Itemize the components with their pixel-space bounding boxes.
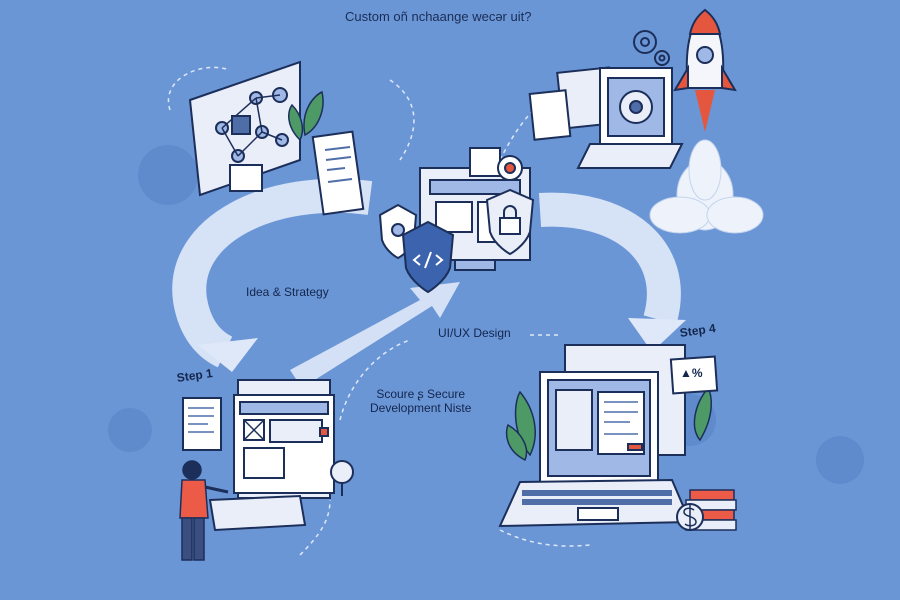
rocket-smoke-cloud <box>649 139 764 234</box>
dollar-coin-icon <box>676 503 704 531</box>
gear-icon <box>633 30 670 66</box>
desk <box>208 494 307 532</box>
sidebar-document-icon <box>182 397 222 451</box>
monitor-icon-bottom-left <box>233 379 335 511</box>
plant-icon <box>288 90 324 142</box>
arrow-right-head <box>628 318 686 352</box>
label-secure-development: Scoure ʂ Secure Development Niste <box>370 387 472 415</box>
document-card <box>311 130 365 216</box>
arrow-left-head <box>198 338 258 372</box>
badge-card <box>669 355 719 395</box>
diagram-title: Custom oñ nchaange wecər uit? <box>345 9 532 24</box>
badge-text: ▲% <box>680 366 703 380</box>
laptop-icon-top <box>528 66 684 169</box>
flow-arrows <box>172 178 686 388</box>
label-uiux-design: UI/UX Design <box>438 326 511 340</box>
code-icon <box>401 220 455 294</box>
network-diagram-icon <box>188 60 301 197</box>
lock-icon <box>485 188 535 256</box>
dashed-connectors <box>167 66 591 556</box>
laptop-icon-bottom <box>498 344 692 528</box>
arrow-left-curve <box>172 178 373 368</box>
rocket-icon <box>673 8 737 132</box>
arrow-diagonal <box>290 282 460 388</box>
magnifier-icon <box>330 460 354 496</box>
person-icon <box>179 460 229 561</box>
stacked-books <box>685 489 737 531</box>
arrow-right-curve <box>538 192 681 325</box>
label-idea-strategy: Idea & Strategy <box>246 285 329 299</box>
